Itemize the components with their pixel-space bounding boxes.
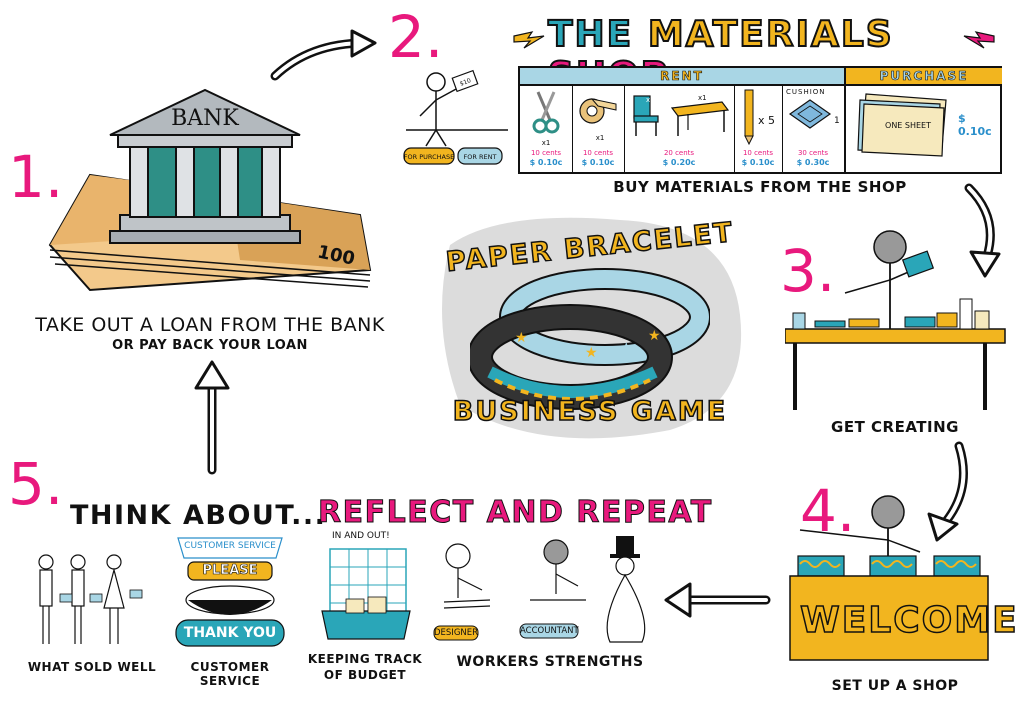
- shop-title-the: THE: [547, 13, 634, 56]
- shop-item-paper-sheet: ONE SHEET $ 0.10c: [844, 86, 1002, 172]
- cushion-icon: [788, 99, 832, 129]
- chair-qty: x 6: [646, 96, 657, 104]
- step3-caption: GET CREATING: [831, 418, 959, 436]
- svg-text:★: ★: [620, 340, 633, 356]
- bubble-customer-service: CUSTOMER SERVICE: [184, 541, 276, 551]
- step-number-2: 2.: [388, 3, 444, 71]
- bracelet-illustration: ★ ★ ★ ★ ★: [470, 268, 710, 410]
- think-about-heading: THINK ABOUT...: [70, 500, 327, 531]
- tag-for-purchase: FOR PURCHASE: [404, 153, 454, 161]
- cushion-qty: 1: [834, 116, 840, 126]
- tape-qty: x1: [595, 134, 605, 142]
- pencil-qty: x 5: [758, 114, 776, 127]
- svg-text:★: ★: [550, 342, 563, 358]
- welcome-sign: WELCOME: [799, 599, 1019, 642]
- chair-table-price-cents: 20 cents: [663, 149, 695, 157]
- role-designer: DESIGNER: [434, 628, 479, 638]
- arrow-4-to-5: [664, 582, 771, 618]
- one-sheet-label: ONE SHEET: [885, 121, 931, 130]
- bubble-please: PLEASE: [202, 563, 258, 579]
- purchase-header: PURCHASE: [844, 68, 1002, 86]
- one-sheet-price: $ 0.10c: [958, 112, 992, 138]
- pencil-price-cents: 10 cents: [742, 149, 774, 157]
- step1-subtitle: OR PAY BACK YOUR LOAN: [112, 338, 308, 353]
- chair-table-icon: [633, 95, 730, 136]
- arrow-2-to-3: [964, 183, 1001, 278]
- scissors-price-dollars: $ 0.10c: [529, 158, 563, 167]
- table-qty: x1: [698, 94, 707, 102]
- scissors-qty: x1: [541, 139, 551, 147]
- think-item-customer-service: CUSTOMER SERVICE: [190, 660, 270, 688]
- lightning-left-icon: [513, 31, 545, 49]
- think-item-workers-strengths: WORKERS STRENGTHS: [456, 654, 644, 670]
- think-item-budget-line1: KEEPING TRACK: [307, 652, 423, 666]
- customer-service-illustration: [175, 537, 285, 647]
- sold-well-illustration: [38, 554, 143, 644]
- cushion-price-dollars: $ 0.30c: [796, 158, 830, 167]
- shop-title-materials: MATERIALS: [647, 13, 894, 56]
- center-title-bottom: BUSINESS GAME: [452, 395, 728, 428]
- arrow-3-to-4: [927, 441, 968, 542]
- svg-text:★: ★: [515, 330, 528, 346]
- shop-table: RENT PURCHASE x1 10 cents $ 0.10c x1 10 …: [518, 66, 1002, 174]
- cushion-label: CUSHION: [786, 88, 826, 96]
- role-accountant: ACCOUNTANT: [520, 626, 579, 636]
- tag-for-rent: FOR RENT: [464, 153, 497, 161]
- money-note-label: $10: [459, 77, 472, 88]
- tape-price-cents: 10 cents: [582, 149, 614, 157]
- think-item-sold-well: WHAT SOLD WELL: [27, 660, 157, 674]
- arrow-1-to-2: [270, 29, 377, 81]
- step2-caption: BUY MATERIALS FROM THE SHOP: [613, 178, 907, 196]
- shop-item-cushion: CUSHION 1 30 cents $ 0.30c: [782, 86, 844, 172]
- step-number-3: 3.: [780, 237, 836, 305]
- pencil-price-dollars: $ 0.10c: [741, 158, 775, 167]
- step-number-5: 5.: [8, 450, 64, 518]
- shop-stall-illustration: [789, 495, 989, 661]
- rent-header: RENT: [520, 68, 844, 86]
- scissors-icon: [532, 91, 560, 134]
- workers-illustration: [433, 536, 646, 643]
- cushion-price-cents: 30 cents: [797, 149, 829, 157]
- paper-sheets-icon: [857, 93, 947, 157]
- step-number-1: 1.: [8, 143, 64, 211]
- svg-text:★: ★: [585, 345, 598, 361]
- budget-illustration: [321, 548, 411, 640]
- shop-item-chair-table: x 6 x1 20 cents $ 0.20c: [624, 86, 735, 172]
- bank-illustration: BANK 100: [48, 88, 372, 292]
- step1-title: TAKE OUT A LOAN FROM THE BANK: [35, 314, 385, 336]
- lightning-right-icon: [963, 31, 995, 49]
- bubble-thank-you: THANK YOU: [183, 625, 277, 641]
- shop-item-tape: x1 10 cents $ 0.10c: [572, 86, 625, 172]
- scissors-price-cents: 10 cents: [530, 149, 562, 157]
- pencil-icon: [744, 89, 754, 146]
- budget-note: IN AND OUT!: [332, 531, 390, 541]
- reflect-repeat-heading: REFLECT AND REPEAT: [318, 495, 713, 531]
- creating-illustration: [785, 230, 1006, 410]
- shop-item-pencil: x 5 10 cents $ 0.10c: [734, 86, 783, 172]
- step4-caption: SET UP A SHOP: [831, 678, 959, 694]
- svg-text:★: ★: [648, 328, 661, 344]
- shopper-figure: $10 FOR PURCHASE FOR RENT: [403, 69, 508, 165]
- tape-price-dollars: $ 0.10c: [581, 158, 615, 167]
- think-item-budget-line2: OF BUDGET: [323, 668, 407, 682]
- shop-item-scissors: x1 10 cents $ 0.10c: [520, 86, 573, 172]
- chair-table-price-dollars: $ 0.20c: [662, 158, 696, 167]
- bank-sign: BANK: [171, 106, 239, 131]
- arrow-5-to-1: [194, 360, 230, 475]
- tape-icon: [579, 98, 617, 124]
